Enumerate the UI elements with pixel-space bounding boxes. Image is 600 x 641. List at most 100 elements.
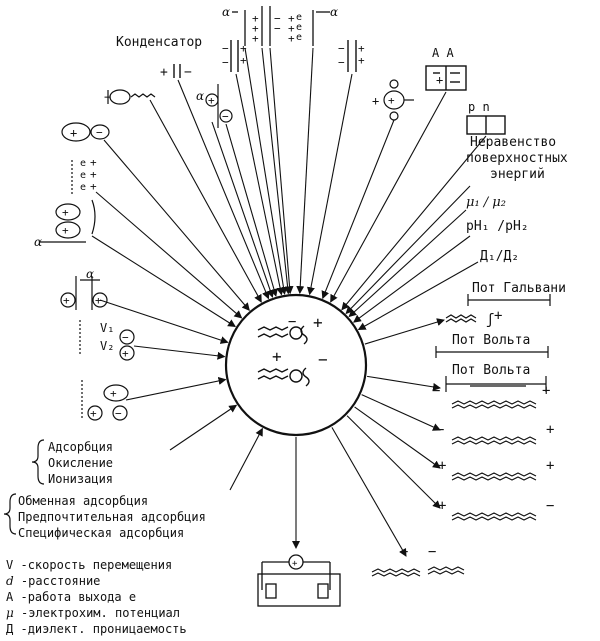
volta-strips — [371, 294, 551, 577]
volta-inner-label: Пот Вольта — [452, 363, 531, 378]
svg-text:+: + — [288, 12, 295, 25]
charged-layers-top — [232, 6, 330, 46]
svg-text:+: + — [240, 42, 247, 55]
svg-text:+: + — [252, 12, 259, 25]
svg-text:+: + — [160, 65, 168, 80]
incoming-arrows — [91, 47, 487, 491]
legend-item: μ -электрохим. потенциал — [6, 606, 180, 620]
svg-text:+: + — [288, 22, 295, 35]
condenser-label: Конденсатор — [116, 35, 203, 50]
dielectric-ratio-label: Д₁/Д₂ — [480, 249, 520, 264]
svg-text:−: − — [222, 42, 229, 55]
svg-text:+: + — [90, 407, 97, 420]
arrow — [331, 427, 407, 557]
svg-text:+: + — [90, 156, 97, 169]
surface-energy-label-1: Неравенство — [470, 135, 557, 150]
arrow — [125, 377, 227, 401]
svg-text:+: + — [546, 422, 554, 438]
electrode-icon — [205, 84, 233, 128]
svg-text:−: − — [274, 12, 281, 25]
arrow — [133, 345, 226, 360]
svg-text:e: e — [80, 158, 86, 169]
svg-text:+: + — [494, 308, 502, 324]
arrow — [177, 79, 270, 300]
svg-text:+: + — [240, 54, 247, 67]
dipole-icon — [383, 79, 414, 121]
svg-text:+: + — [63, 294, 70, 307]
svg-text:+: + — [95, 294, 102, 307]
oxidation-label: Окисление — [48, 456, 114, 470]
arrow — [95, 191, 243, 319]
svg-text:+: + — [358, 54, 365, 67]
svg-text:−: − — [222, 56, 229, 69]
ionization-label: Ионизация — [48, 472, 114, 486]
pn-label: p n — [468, 100, 490, 114]
legend-item: Д -диэлект. проницаемость — [6, 622, 187, 636]
arrow — [330, 91, 447, 303]
mu-ratio-label: μ₁ / μ₂ — [466, 195, 506, 210]
svg-text:α: α — [330, 5, 338, 19]
svg-text:α: α — [86, 267, 94, 281]
surface-energy-label-3: энергий — [490, 167, 545, 182]
arrow — [364, 318, 445, 345]
plus-sign: + — [272, 347, 282, 366]
arrow — [211, 121, 274, 298]
specific-adsorption-label: Специфическая адсорбция — [18, 526, 185, 540]
minus-sign: − — [288, 314, 296, 330]
ph-ratio-label: pH₁ /pH₂ — [466, 219, 529, 234]
svg-text:−: − — [546, 498, 554, 514]
arrow — [346, 415, 441, 509]
legend-item: A -работа выхода е — [6, 590, 137, 604]
svg-text:e: e — [80, 182, 86, 193]
svg-text:+: + — [122, 347, 129, 360]
arrow — [307, 73, 353, 296]
svg-text:+: + — [542, 383, 550, 399]
arrow — [261, 47, 292, 295]
surface-energy-label-2: поверхностных — [466, 151, 568, 166]
svg-text:−: − — [122, 331, 129, 344]
arrow — [367, 375, 441, 391]
svg-text:+: + — [288, 32, 295, 45]
svg-text:+: + — [90, 168, 97, 181]
svg-text:+: + — [438, 498, 446, 514]
svg-text:−: − — [274, 22, 281, 35]
condenser-icon — [173, 40, 357, 78]
work-function-label: A A — [432, 46, 454, 60]
adsorption-label: Адсорбция — [48, 440, 114, 454]
svg-text:+: + — [358, 42, 365, 55]
arrow — [321, 119, 395, 300]
svg-text:+: + — [110, 387, 117, 400]
galvani-label: Пот Гальвани — [472, 281, 566, 296]
svg-text:−: − — [104, 90, 111, 104]
svg-text:+: + — [70, 126, 77, 140]
circle-contents — [257, 325, 310, 387]
svg-text:−: − — [96, 126, 103, 139]
exchange-adsorption-label: Обменная адсорбция — [18, 494, 149, 508]
plus-sign: + — [313, 313, 323, 332]
arrow — [91, 235, 236, 328]
central-circle — [224, 293, 368, 437]
arrow — [225, 123, 278, 297]
svg-text:−: − — [400, 544, 408, 560]
arrow — [244, 47, 288, 295]
svg-text:ʃ: ʃ — [486, 312, 494, 328]
arrow — [103, 139, 250, 311]
arrow — [353, 235, 471, 323]
arrow — [361, 394, 441, 431]
legend-item: d -расстояние — [6, 574, 101, 588]
work-function-box — [425, 65, 467, 91]
svg-text:−: − — [432, 383, 440, 399]
left-brace — [31, 439, 45, 485]
arrow — [235, 73, 284, 296]
svg-text:e: e — [296, 12, 302, 23]
arrow — [99, 299, 229, 344]
svg-text:−: − — [222, 110, 229, 123]
svg-text:V₁: V₁ — [100, 321, 114, 335]
svg-text:+: + — [436, 73, 443, 87]
svg-text:−: − — [436, 422, 444, 438]
svg-text:+: + — [292, 559, 298, 569]
svg-text:−: − — [184, 65, 192, 80]
ammeter-cell-icon — [257, 554, 341, 607]
